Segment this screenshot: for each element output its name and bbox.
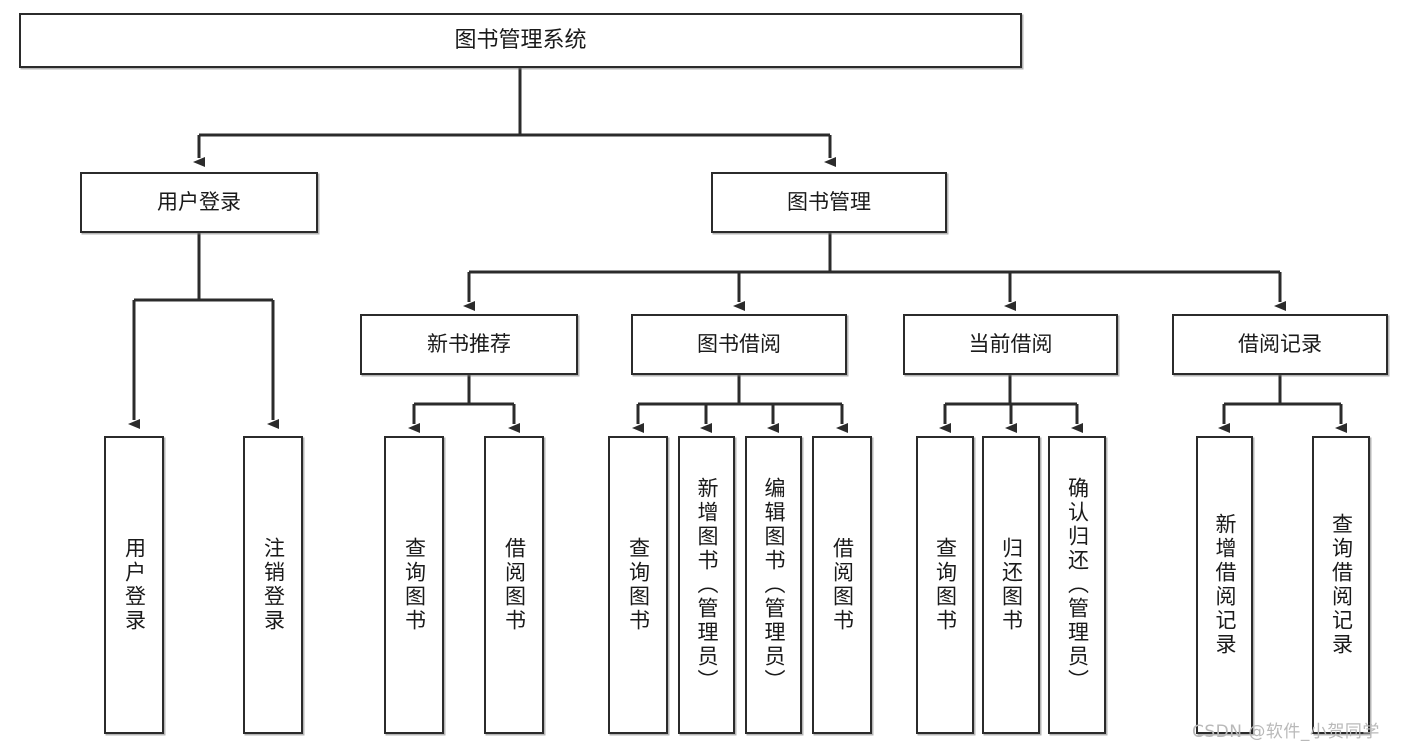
node-book-management[interactable]: 图书管理 — [711, 172, 947, 233]
node-label: 图书借阅 — [697, 332, 781, 357]
node-label: 新增图书（管理员） — [695, 477, 719, 693]
leaf-user-login-logout[interactable]: 注销登录 — [243, 436, 303, 734]
node-label: 借阅图书 — [502, 537, 527, 633]
node-label: 用户登录 — [122, 537, 147, 633]
node-label: 图书管理 — [787, 190, 871, 215]
leaf-user-login-login[interactable]: 用户登录 — [104, 436, 164, 734]
node-label: 确认归还（管理员） — [1065, 477, 1090, 693]
node-book-borrowing[interactable]: 图书借阅 — [631, 314, 847, 375]
leaf-new-book-query-book[interactable]: 查询图书 — [384, 436, 444, 734]
node-root-book-management-system[interactable]: 图书管理系统 — [19, 13, 1022, 68]
node-new-book-recommendation[interactable]: 新书推荐 — [360, 314, 578, 375]
node-label: 查询图书 — [933, 537, 958, 633]
leaf-current-borrow-return-book[interactable]: 归还图书 — [982, 436, 1040, 734]
node-label: 查询图书 — [402, 537, 427, 633]
node-current-borrowing[interactable]: 当前借阅 — [903, 314, 1118, 375]
node-user-login[interactable]: 用户登录 — [80, 172, 318, 233]
node-label: 新增借阅记录 — [1213, 513, 1237, 657]
leaf-borrow-record-query-record[interactable]: 查询借阅记录 — [1312, 436, 1370, 734]
leaf-book-borrow-add-book-admin[interactable]: 新增图书（管理员） — [678, 436, 735, 734]
node-label: 借阅记录 — [1238, 332, 1322, 357]
node-label: 编辑图书（管理员） — [762, 477, 786, 693]
leaf-borrow-record-add-record[interactable]: 新增借阅记录 — [1196, 436, 1253, 734]
node-label: 新书推荐 — [427, 332, 511, 357]
leaf-current-borrow-confirm-return-admin[interactable]: 确认归还（管理员） — [1048, 436, 1106, 734]
node-label: 当前借阅 — [968, 332, 1053, 357]
leaf-book-borrow-query-book[interactable]: 查询图书 — [608, 436, 668, 734]
node-label: 归还图书 — [999, 537, 1024, 633]
leaf-current-borrow-query-book[interactable]: 查询图书 — [916, 436, 974, 734]
node-borrowing-record[interactable]: 借阅记录 — [1172, 314, 1388, 375]
node-label: 注销登录 — [261, 537, 286, 633]
node-label: 用户登录 — [157, 190, 241, 215]
node-label: 查询借阅记录 — [1329, 513, 1354, 657]
node-label: 查询图书 — [626, 537, 651, 633]
node-label: 借阅图书 — [830, 537, 855, 633]
leaf-book-borrow-edit-book-admin[interactable]: 编辑图书（管理员） — [745, 436, 802, 734]
leaf-new-book-borrow-book[interactable]: 借阅图书 — [484, 436, 544, 734]
node-label: 图书管理系统 — [454, 27, 587, 53]
leaf-book-borrow-borrow-book[interactable]: 借阅图书 — [812, 436, 872, 734]
